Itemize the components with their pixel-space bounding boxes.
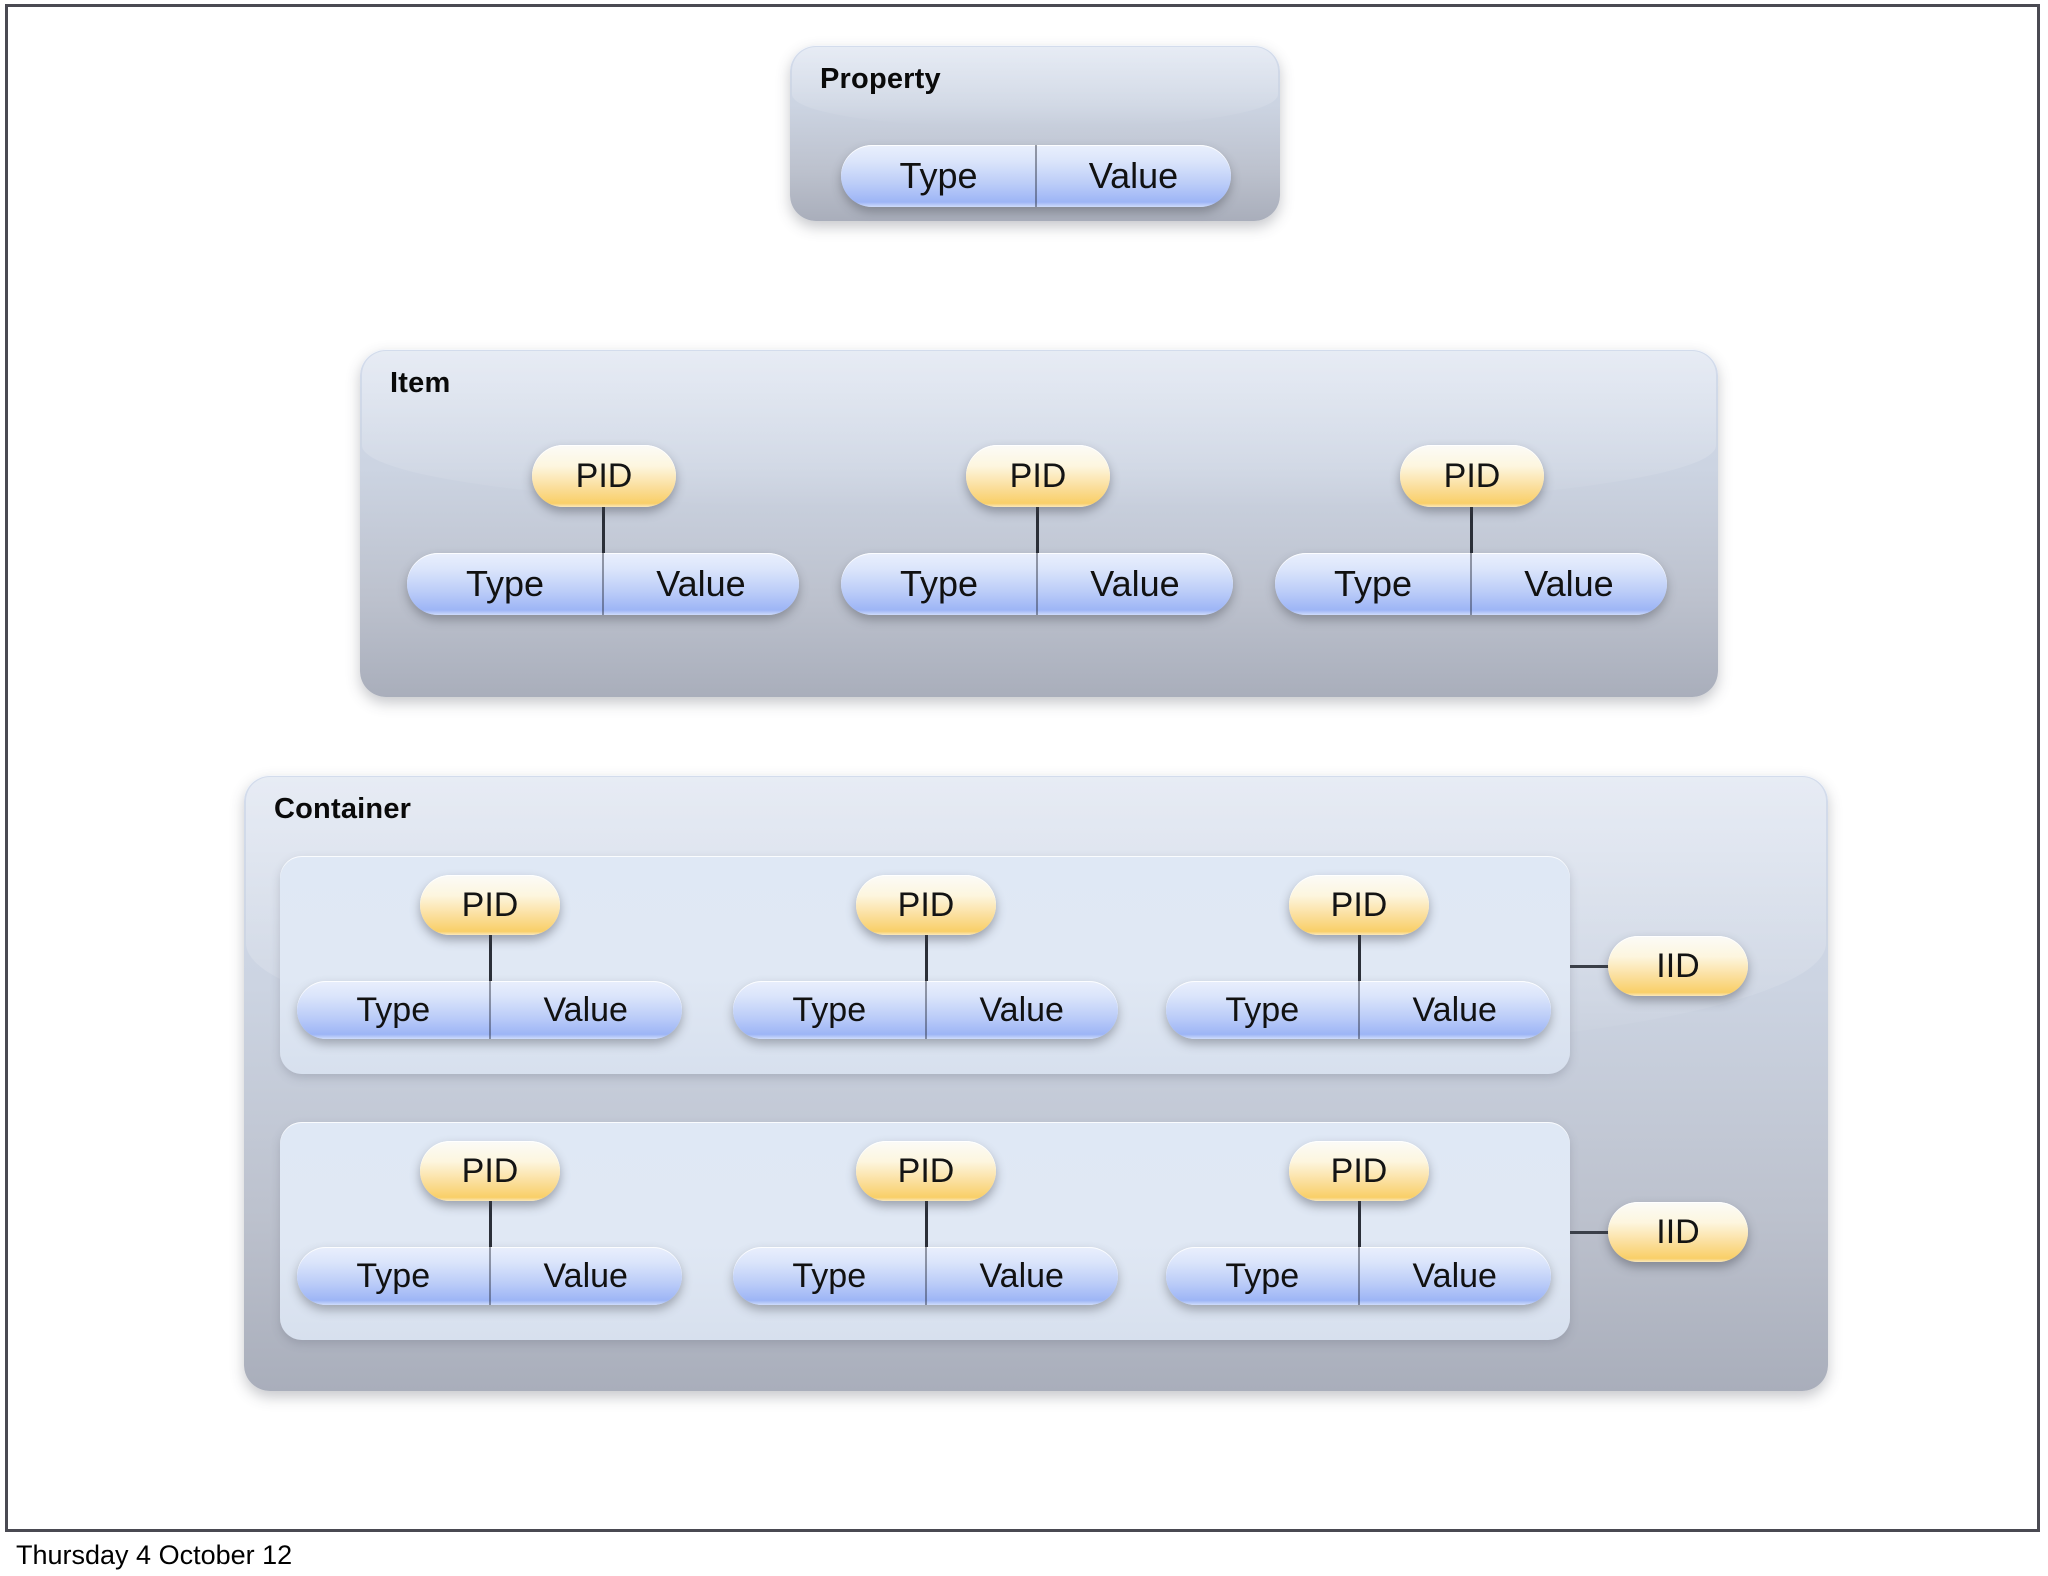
container-r2-pill-divider-3 [1357, 1247, 1360, 1305]
item-value-half-3[interactable]: Value [1471, 553, 1667, 615]
property-type-half[interactable]: Type [841, 145, 1036, 207]
container-r2-value-label-3: Value [1412, 1257, 1497, 1295]
container-r2-type-value-pill-2[interactable]: Type Value [733, 1247, 1118, 1305]
item-value-label-2: Value [1090, 563, 1180, 604]
container-r1-pill-divider-2 [924, 981, 927, 1039]
item-type-value-pill-3[interactable]: Type Value [1275, 553, 1667, 615]
container-r2-type-half-3[interactable]: Type [1166, 1247, 1359, 1305]
container-r1-pill-divider-1 [488, 981, 491, 1039]
container-r1-iid-label: IID [1656, 947, 1700, 985]
container-r1-type-value-pill-1[interactable]: Type Value [297, 981, 682, 1039]
container-r1-pill-divider-3 [1357, 981, 1360, 1039]
container-r1-pid-label-2: PID [897, 886, 955, 924]
container-group-title: Container [274, 793, 412, 825]
item-pid-pill-3[interactable]: PID [1400, 445, 1544, 507]
container-r1-type-label-2: Type [792, 991, 867, 1029]
property-value-label: Value [1088, 155, 1179, 196]
container-r1-iid-pill[interactable]: IID [1608, 936, 1748, 996]
container-r2-pid-pill-3[interactable]: PID [1289, 1141, 1429, 1201]
container-r2-type-half-1[interactable]: Type [297, 1247, 490, 1305]
item-type-label-2: Type [899, 563, 979, 604]
container-r2-value-half-2[interactable]: Value [926, 1247, 1119, 1305]
item-connector-3 [1470, 503, 1473, 587]
property-type-label: Type [899, 155, 978, 196]
container-r2-type-half-2[interactable]: Type [733, 1247, 926, 1305]
slide-footer-date: Thursday 4 October 12 [16, 1540, 293, 1570]
item-group-title: Item [390, 367, 451, 399]
container-r1-connector-2 [925, 931, 928, 1013]
container-r1-type-label-3: Type [1225, 991, 1300, 1029]
container-r2-type-label-1: Type [356, 1257, 431, 1295]
container-r1-value-label-2: Value [979, 991, 1064, 1029]
container-r2-iid-label: IID [1656, 1213, 1700, 1251]
container-r1-connector-3 [1358, 931, 1361, 1013]
container-r2-connector-3 [1358, 1197, 1361, 1279]
item-type-label-1: Type [465, 563, 545, 604]
container-r2-pid-pill-2[interactable]: PID [856, 1141, 996, 1201]
property-group-title: Property [820, 63, 941, 95]
container-r2-type-value-pill-3[interactable]: Type Value [1166, 1247, 1551, 1305]
item-pid-pill-1[interactable]: PID [532, 445, 676, 507]
item-group-box: Item [360, 349, 1718, 697]
container-r1-iid-connector [1570, 965, 1616, 968]
container-r1-value-label-1: Value [543, 991, 628, 1029]
container-r2-pill-divider-2 [924, 1247, 927, 1305]
container-r2-connector-2 [925, 1197, 928, 1279]
item-type-half-2[interactable]: Type [841, 553, 1037, 615]
container-r1-pid-pill-2[interactable]: PID [856, 875, 996, 935]
container-r1-pid-label-1: PID [461, 886, 519, 924]
container-r2-type-label-3: Type [1225, 1257, 1300, 1295]
container-r2-pid-label-2: PID [897, 1152, 955, 1190]
item-connector-2 [1036, 503, 1039, 587]
item-type-half-3[interactable]: Type [1275, 553, 1471, 615]
item-value-half-1[interactable]: Value [603, 553, 799, 615]
container-r1-pid-pill-1[interactable]: PID [420, 875, 560, 935]
item-connector-1 [602, 503, 605, 587]
container-r2-value-half-1[interactable]: Value [490, 1247, 683, 1305]
item-pid-label-1: PID [575, 457, 633, 495]
container-r2-iid-pill[interactable]: IID [1608, 1202, 1748, 1262]
item-type-value-pill-2[interactable]: Type Value [841, 553, 1233, 615]
item-pill-divider-1 [602, 553, 604, 615]
item-value-half-2[interactable]: Value [1037, 553, 1233, 615]
item-pill-divider-2 [1036, 553, 1038, 615]
container-r1-value-half-2[interactable]: Value [926, 981, 1119, 1039]
item-value-label-1: Value [656, 563, 746, 604]
container-r1-type-half-1[interactable]: Type [297, 981, 490, 1039]
property-value-half[interactable]: Value [1036, 145, 1231, 207]
item-type-half-1[interactable]: Type [407, 553, 603, 615]
item-pid-label-3: PID [1443, 457, 1501, 495]
property-type-value-pill[interactable]: Type Value [841, 145, 1231, 207]
item-type-label-3: Type [1333, 563, 1413, 604]
container-r1-type-value-pill-2[interactable]: Type Value [733, 981, 1118, 1039]
container-r1-value-label-3: Value [1412, 991, 1497, 1029]
container-r2-connector-1 [489, 1197, 492, 1279]
container-r1-pid-label-3: PID [1330, 886, 1388, 924]
item-pid-pill-2[interactable]: PID [966, 445, 1110, 507]
container-r1-value-half-3[interactable]: Value [1359, 981, 1552, 1039]
container-r1-value-half-1[interactable]: Value [490, 981, 683, 1039]
container-r2-value-label-1: Value [543, 1257, 628, 1295]
container-r1-pid-pill-3[interactable]: PID [1289, 875, 1429, 935]
container-r2-type-label-2: Type [792, 1257, 867, 1295]
container-r1-type-half-2[interactable]: Type [733, 981, 926, 1039]
container-r2-type-value-pill-1[interactable]: Type Value [297, 1247, 682, 1305]
item-type-value-pill-1[interactable]: Type Value [407, 553, 799, 615]
container-r2-iid-connector [1570, 1231, 1616, 1234]
container-r2-pid-pill-1[interactable]: PID [420, 1141, 560, 1201]
container-r1-type-value-pill-3[interactable]: Type Value [1166, 981, 1551, 1039]
container-r2-pid-label-1: PID [461, 1152, 519, 1190]
container-r1-type-half-3[interactable]: Type [1166, 981, 1359, 1039]
container-r2-value-label-2: Value [979, 1257, 1064, 1295]
property-pill-divider [1035, 145, 1037, 207]
container-r1-connector-1 [489, 931, 492, 1013]
item-pid-label-2: PID [1009, 457, 1067, 495]
container-r2-value-half-3[interactable]: Value [1359, 1247, 1552, 1305]
item-pill-divider-3 [1470, 553, 1472, 615]
slide-canvas: Property Type Value Item PID Type Value … [5, 4, 2040, 1532]
container-r2-pid-label-3: PID [1330, 1152, 1388, 1190]
container-r2-pill-divider-1 [488, 1247, 491, 1305]
item-value-label-3: Value [1524, 563, 1614, 604]
container-r1-type-label-1: Type [356, 991, 431, 1029]
